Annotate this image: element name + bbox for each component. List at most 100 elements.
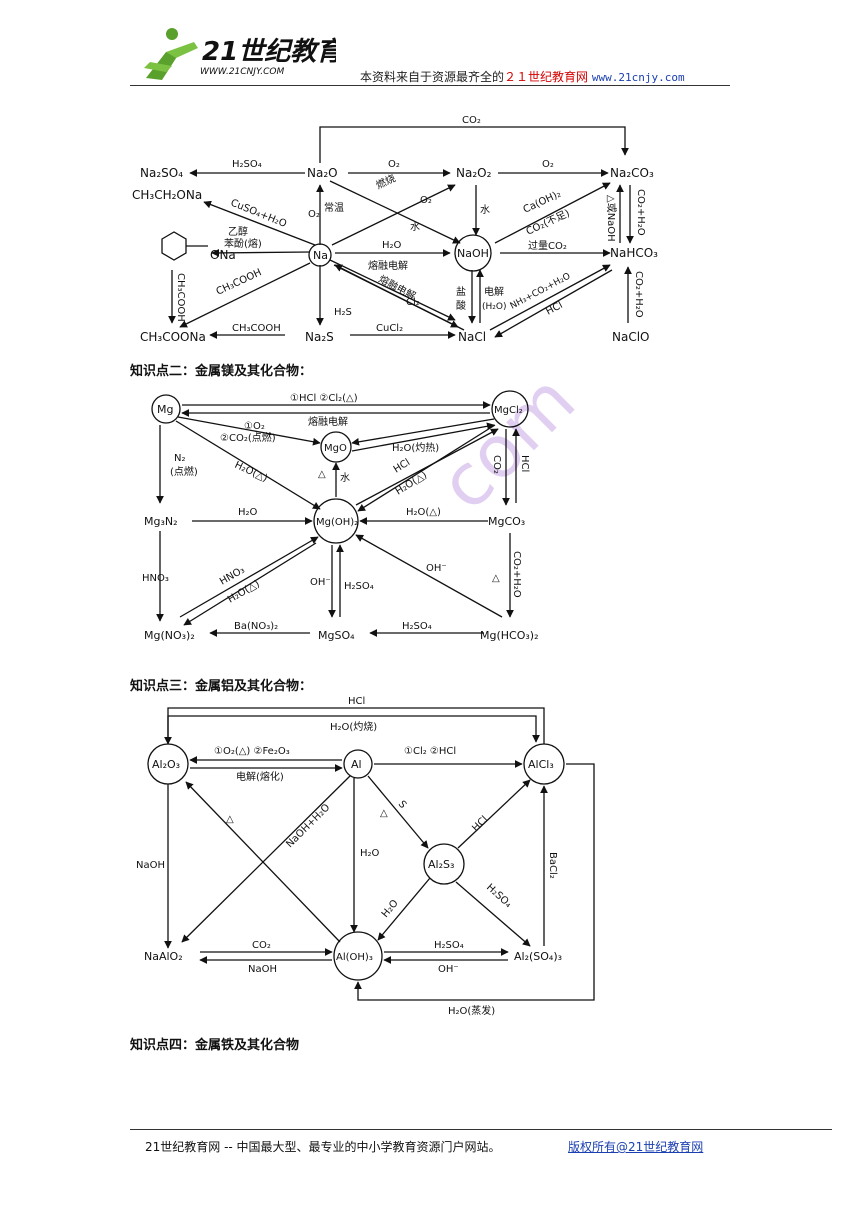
na-label: O₂ xyxy=(308,209,320,220)
na-label: O₂ xyxy=(420,195,432,206)
site-logo: 21世纪教育 WWW.21CNJY.COM xyxy=(144,28,336,80)
na-label: (H₂O) xyxy=(482,302,506,312)
na-label: CH₃COOH xyxy=(175,273,186,322)
mg-node-mghco32: Mg(HCO₃)₂ xyxy=(480,629,539,642)
source-note: 本资料来自于资源最齐全的２１世纪教育网 www.21cnjy.com xyxy=(360,68,685,85)
al-label: NaOH xyxy=(136,860,165,871)
al-label: ①O₂(△) ②Fe₂O₃ xyxy=(214,746,290,757)
na-node-na2so4: Na₂SO₄ xyxy=(140,166,183,180)
na-label: 熔融电解 xyxy=(368,259,408,272)
al-label: H₂SO₄ xyxy=(484,882,513,910)
na-node-na2o2: Na₂O₂ xyxy=(456,166,492,180)
na-label: H₂O xyxy=(382,240,402,251)
al-node-al: Al xyxy=(351,758,362,771)
mg-node-mgco3: MgCO₃ xyxy=(488,515,525,528)
magnesium-diagram: Mg MgCl₂ MgO Mg₃N₂ Mg(OH)₂ MgCO₃ Mg(NO₃)… xyxy=(142,390,539,642)
na-label: O₂ xyxy=(388,159,400,170)
al-label: CO₂ xyxy=(252,940,271,951)
mg-node-mgso4: MgSO₄ xyxy=(318,629,355,642)
mg-label: 熔融电解 xyxy=(308,415,348,428)
mg-label: H₂SO₄ xyxy=(402,621,432,632)
mg-label: Ba(NO₃)₂ xyxy=(234,621,278,632)
na-label: 常温 xyxy=(324,201,344,214)
mg-node-mgcl2: MgCl₂ xyxy=(494,405,523,416)
na-label: 燃烧 xyxy=(374,171,398,191)
al-node-al2so43: Al₂(SO₄)₃ xyxy=(514,950,562,963)
al-node-alcl3: AlCl₃ xyxy=(528,758,554,771)
na-label: CH₃COOH xyxy=(215,267,264,298)
aluminium-diagram: Al₂O₃ Al AlCl₃ Al₂S₃ NaAlO₂ Al(OH)₃ Al₂(… xyxy=(136,696,595,1017)
al-label: S xyxy=(396,799,409,811)
na-node-na: Na xyxy=(313,249,328,262)
na-node-naclo: NaClO xyxy=(612,330,650,344)
mg-node-mg: Mg xyxy=(157,403,173,416)
al-node-al2s3: Al₂S₃ xyxy=(428,858,454,871)
mg-label: OH⁻ xyxy=(426,563,447,574)
na-label: CO₂ xyxy=(462,115,481,126)
al-node-aloh3: Al(OH)₃ xyxy=(336,952,373,963)
na-label: HCl xyxy=(544,300,564,318)
al-label: BaCl₂ xyxy=(547,852,558,879)
na-label: CuSO₄+H₂O xyxy=(229,198,288,230)
na-label: 乙醇 xyxy=(228,225,248,238)
al-node-al2o3: Al₂O₃ xyxy=(152,758,180,771)
mg-node-mg3n2: Mg₃N₂ xyxy=(144,515,178,528)
na-node-na2co3: Na₂CO₃ xyxy=(610,166,654,180)
mg-label: ①HCl ②Cl₂(△) xyxy=(290,393,358,404)
na-label: 苯酚(熔) xyxy=(224,237,262,250)
na-node-nahco3: NaHCO₃ xyxy=(610,246,658,260)
na-label: 水 xyxy=(410,221,420,233)
mg-node-mgno32: Mg(NO₃)₂ xyxy=(144,629,195,642)
na-label: CuCl₂ xyxy=(376,323,403,334)
na-label: Ca(OH)₂ xyxy=(522,189,563,216)
al-label: HCl xyxy=(470,814,490,834)
mg-label: H₂O(△) xyxy=(406,507,441,518)
al-label: H₂SO₄ xyxy=(434,940,464,951)
na-label: Cl₂ xyxy=(406,297,420,308)
al-label: ①Cl₂ ②HCl xyxy=(404,746,456,757)
na-label: CO₂+H₂O xyxy=(633,271,644,318)
mg-label: H₂O(△) xyxy=(233,460,269,485)
na-label: 酸 xyxy=(456,299,466,312)
na-label: 电解 xyxy=(484,285,504,298)
al-node-naalo2: NaAlO₂ xyxy=(144,950,183,963)
mg-label: H₂SO₄ xyxy=(344,581,374,592)
na-node-phenol-na: ONa xyxy=(210,248,236,262)
header-rule xyxy=(130,85,730,86)
na-label: H₂SO₄ xyxy=(232,159,262,170)
na-node-ch3coona: CH₃COONa xyxy=(140,330,206,344)
mg-label: CO₂ xyxy=(491,455,502,474)
na-label: NH₃+CO₂+H₂O xyxy=(509,272,573,312)
al-label: △ xyxy=(380,808,388,819)
al-label: OH⁻ xyxy=(438,964,459,975)
na-label: CO₂+H₂O xyxy=(635,189,646,236)
mg-label: HNO₃ xyxy=(142,573,169,584)
na-label: △或NaOH xyxy=(605,195,617,242)
source-url[interactable]: www.21cnjy.com xyxy=(591,71,685,84)
na-node-na2s: Na₂S xyxy=(305,330,334,344)
mg-label: (点燃) xyxy=(170,465,198,478)
na-node-naoh: NaOH xyxy=(457,247,489,260)
section-title-fe: 知识点四：金属铁及其化合物 xyxy=(130,1038,300,1053)
mg-label: △ xyxy=(492,573,500,584)
mg-label: H₂O xyxy=(238,507,258,518)
mg-label: HCl xyxy=(392,457,412,475)
mg-label: HNO₃ xyxy=(218,565,247,588)
al-label: H₂O(蒸发) xyxy=(448,1004,495,1017)
al-label: NaOH+H₂O xyxy=(284,802,332,850)
na-label: 盐 xyxy=(456,285,466,298)
al-label: △ xyxy=(226,814,234,825)
source-site[interactable]: ２１世纪教育网 xyxy=(504,70,589,84)
footer-tagline: 21世纪教育网 -- 中国最大型、最专业的中小学教育资源门户网站。 xyxy=(145,1140,501,1154)
na-label: CH₃COOH xyxy=(232,323,281,334)
mg-label: N₂ xyxy=(174,453,186,464)
section-title-mg: 知识点二：金属镁及其化合物： xyxy=(130,364,313,379)
mg-node-mgoh2: Mg(OH)₂ xyxy=(316,517,358,528)
mg-label: HCl xyxy=(519,455,530,472)
mg-label: CO₂+H₂O xyxy=(511,551,522,598)
mg-label: △ xyxy=(318,469,326,480)
na-label: O₂ xyxy=(542,159,554,170)
mg-label: 水 xyxy=(340,472,350,484)
logo-text: 21世纪教育 xyxy=(202,37,336,67)
footer-copyright-link[interactable]: 版权所有@21世纪教育网 xyxy=(568,1140,704,1154)
